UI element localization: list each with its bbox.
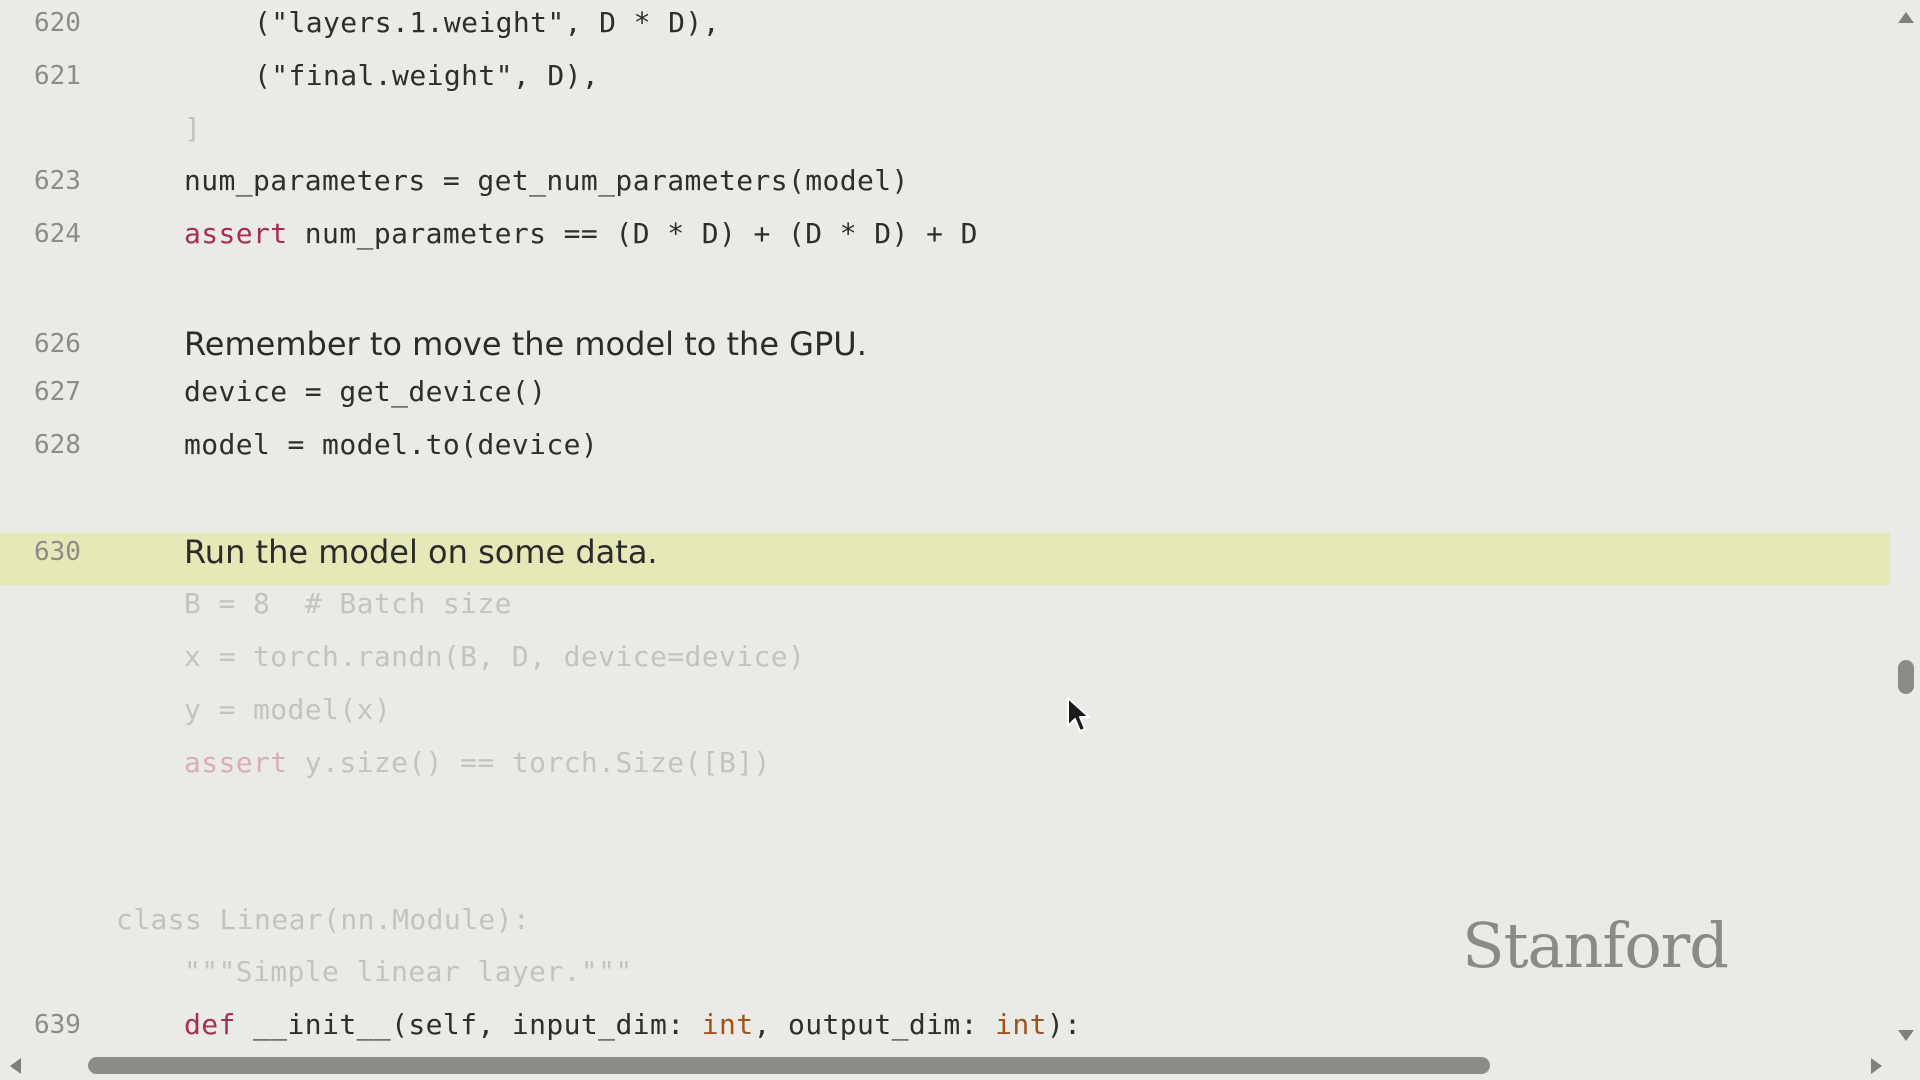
code-token: B = 8 # Batch size — [184, 587, 512, 620]
code-line-631: B = 8 # Batch size — [0, 578, 1890, 630]
prose-text: Remember to move the model to the GPU. — [184, 325, 867, 363]
code-line-620: 620 ("layers.1.weight", D * D), — [0, 0, 1890, 49]
code-token: num_parameters == (D * D) + (D * D) + D — [287, 217, 978, 250]
code-line-626: 626 Remember to move the model to the GP… — [0, 318, 1890, 370]
code-token: __init__(self, input_dim: — [235, 1008, 702, 1041]
code-token: device = get_device() — [184, 375, 547, 408]
code-text: B = 8 # Batch size — [184, 587, 512, 621]
code-token: y.size() == torch.Size([B]) — [287, 746, 771, 779]
line-number: 624 — [34, 219, 81, 249]
line-number: 621 — [34, 61, 81, 91]
vertical-scrollbar[interactable] — [1890, 0, 1920, 1048]
code-token: ("final.weight", D), — [254, 59, 600, 92]
line-number: 630 — [34, 537, 81, 567]
code-text: def __init__(self, input_dim: int, outpu… — [184, 1008, 1081, 1042]
code-line-621: 621 ("final.weight", D), — [0, 50, 1890, 102]
type-token: int — [995, 1008, 1047, 1041]
code-line-638: """Simple linear layer.""" — [0, 946, 1890, 998]
code-token: class Linear(nn.Module): — [116, 903, 531, 936]
code-token: num_parameters = get_num_parameters(mode… — [184, 164, 909, 197]
stanford-watermark: Stanford — [1462, 909, 1729, 982]
horizontal-scrollbar[interactable] — [0, 1050, 1920, 1080]
code-line-632: x = torch.randn(B, D, device=device) — [0, 631, 1890, 683]
code-text: ] — [184, 112, 201, 146]
code-token: ] — [184, 112, 202, 145]
line-number: 620 — [34, 8, 81, 38]
line-number: 628 — [34, 430, 81, 460]
code-text: """Simple linear layer.""" — [184, 955, 633, 989]
code-line-630: 630 Run the model on some data. — [0, 526, 1890, 578]
code-text: ("final.weight", D), — [254, 59, 599, 93]
triangle-up-icon[interactable] — [1898, 12, 1914, 23]
code-line-639: 639 def __init__(self, input_dim: int, o… — [0, 999, 1890, 1051]
code-token: y = model(x) — [184, 693, 392, 726]
triangle-right-icon[interactable] — [1871, 1058, 1882, 1074]
code-line-637: class Linear(nn.Module): — [0, 894, 1890, 946]
code-line-627: 627 device = get_device() — [0, 366, 1890, 418]
line-number: 623 — [34, 166, 81, 196]
code-text: device = get_device() — [184, 375, 546, 409]
keyword-token: def — [184, 1008, 236, 1041]
code-token: ): — [1046, 1008, 1082, 1041]
triangle-down-icon[interactable] — [1898, 1030, 1914, 1041]
code-line-624: 624 assert num_parameters == (D * D) + (… — [0, 208, 1890, 260]
type-token: int — [701, 1008, 754, 1041]
code-line-628: 628 model = model.to(device) — [0, 419, 1890, 471]
keyword-token: assert — [184, 217, 288, 250]
triangle-left-icon[interactable] — [10, 1058, 21, 1074]
code-line-634: assert y.size() == torch.Size([B]) — [0, 737, 1890, 789]
line-number: 626 — [34, 329, 81, 359]
keyword-token: assert — [184, 746, 288, 779]
code-token: ("layers.1.weight", D * D), — [254, 6, 720, 39]
code-token: model = model.to(device) — [184, 428, 599, 461]
code-token: """Simple linear layer.""" — [184, 955, 633, 988]
code-text: x = torch.randn(B, D, device=device) — [184, 640, 805, 674]
code-text: assert y.size() == torch.Size([B]) — [184, 746, 771, 780]
code-text: y = model(x) — [184, 693, 391, 727]
vertical-scroll-thumb[interactable] — [1898, 660, 1914, 694]
line-number: 627 — [34, 377, 81, 407]
current-line-highlight — [0, 533, 1890, 585]
code-line-623: 623 num_parameters = get_num_parameters(… — [0, 155, 1890, 207]
code-text: ("layers.1.weight", D * D), — [254, 6, 720, 40]
code-text: model = model.to(device) — [184, 428, 598, 462]
code-text: num_parameters = get_num_parameters(mode… — [184, 164, 909, 198]
code-token: , output_dim: — [753, 1008, 996, 1041]
code-token: x = torch.randn(B, D, device=device) — [184, 640, 806, 673]
line-number: 639 — [34, 1010, 81, 1040]
code-line-622: ] — [0, 103, 1890, 155]
code-line-633: y = model(x) — [0, 684, 1890, 736]
code-text: class Linear(nn.Module): — [116, 903, 530, 937]
prose-text: Run the model on some data. — [184, 533, 658, 571]
horizontal-scroll-thumb[interactable] — [88, 1057, 1490, 1074]
arrow-pointer-icon — [1067, 697, 1090, 732]
code-text: assert num_parameters == (D * D) + (D * … — [184, 217, 978, 251]
